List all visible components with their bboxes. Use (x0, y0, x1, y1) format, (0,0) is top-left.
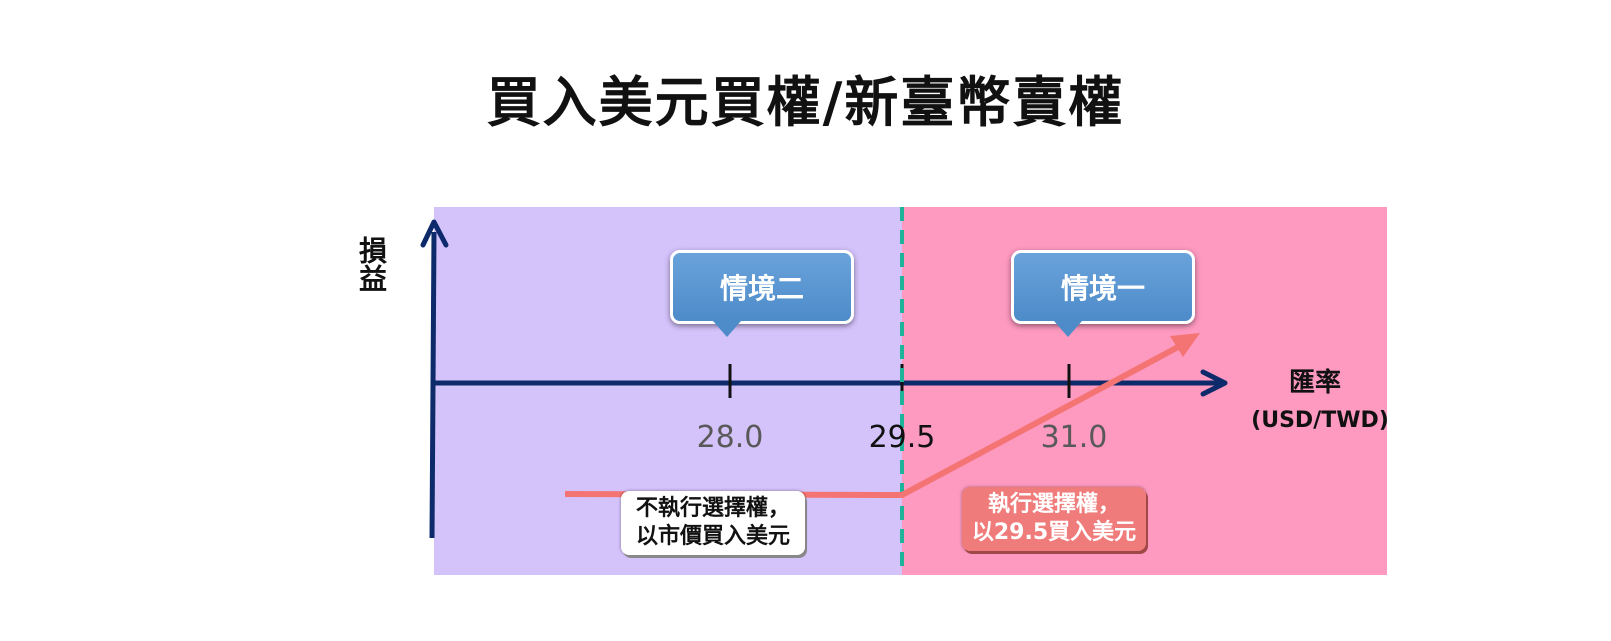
exercise-note: 執行選擇權， 以29.5買入美元 (962, 487, 1146, 551)
x-axis-label: 匯率 (1288, 368, 1341, 398)
callout-tail (1054, 321, 1082, 337)
callout-tail (713, 321, 741, 337)
exercise-line2: 以29.5買入美元 (971, 520, 1137, 545)
scenario-one-callout: 情境一 (1011, 250, 1195, 337)
no-exercise-note: 不執行選擇權， 以市價買入美元 (621, 491, 805, 555)
tick-label-strike: 29.5 (868, 420, 936, 455)
scenario-two-callout: 情境二 (670, 250, 854, 337)
y-axis (429, 231, 437, 539)
no-exercise-line1: 不執行選擇權， (635, 496, 790, 521)
no-exercise-line2: 以市價買入美元 (635, 524, 790, 549)
y-axis-arrowhead (420, 219, 449, 248)
tick-label-31: 31.0 (1040, 420, 1108, 455)
payoff-arrowhead (1170, 333, 1200, 357)
x-axis-arrowhead (1200, 369, 1228, 397)
tick-label-28: 28.0 (696, 420, 764, 455)
scenario-one-label: 情境一 (1060, 272, 1145, 305)
x-axis-unit: (USD/TWD) (1251, 408, 1389, 433)
scenario-two-label: 情境二 (719, 272, 804, 305)
page-title: 買入美元買權/新臺幣賣權 (486, 71, 1125, 134)
exercise-line1: 執行選擇權， (987, 492, 1120, 517)
y-axis-label: 損益 (355, 236, 388, 292)
